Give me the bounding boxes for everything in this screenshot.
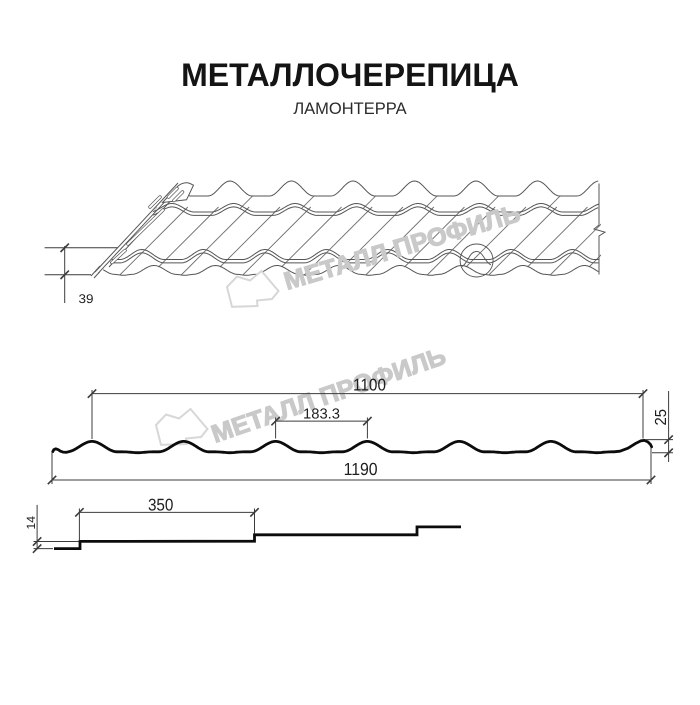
svg-text:25: 25 bbox=[653, 409, 670, 426]
svg-text:39: 39 bbox=[79, 292, 94, 306]
svg-text:1100: 1100 bbox=[353, 376, 386, 395]
svg-text:14: 14 bbox=[24, 516, 38, 530]
svg-text:1190: 1190 bbox=[344, 459, 378, 479]
svg-text:183.3: 183.3 bbox=[303, 406, 340, 422]
svg-text:350: 350 bbox=[148, 495, 174, 514]
svg-text:МЕТАЛЛ ПРОФИЛЬ: МЕТАЛЛ ПРОФИЛЬ bbox=[208, 342, 450, 449]
